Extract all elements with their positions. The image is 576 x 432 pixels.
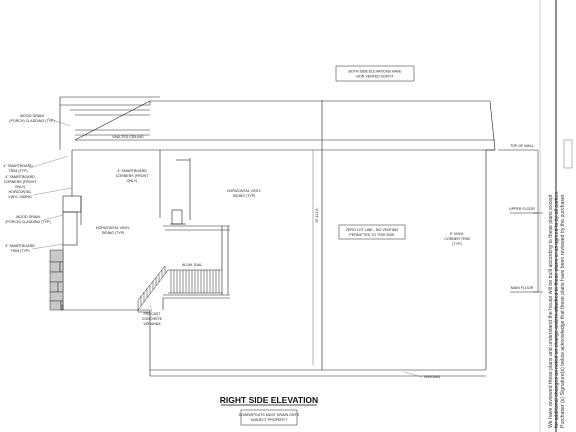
smartboard-trim-b-line2: TRIM (TYP)	[10, 249, 29, 253]
stone-base	[49, 249, 64, 311]
precast-leader	[149, 304, 153, 313]
front-corners-line3: ONLY)	[127, 179, 138, 183]
vinyl-corner-line1: 5" VINYL	[450, 232, 465, 236]
smartboard-corners-line1: 4" SMARTBOARD	[5, 175, 35, 179]
horiz-vinyl-center-line1: HORIZONTAL VINYL	[227, 189, 261, 193]
precast-line1: PRECAST	[144, 312, 162, 316]
smartboard-corners-line2: CORNERS (FRONT	[4, 180, 37, 184]
wood-grain-a-line2: (PORCH) CLADDING (TYP)	[9, 119, 54, 123]
horiz-vinyl-lower-line1: HORIZONTAL VINYL	[96, 226, 130, 230]
wood-grain-b-line2: (PORCH) CLADDING (TYP)	[5, 220, 50, 224]
vaulted-ceiling-label: VAULTED CEILING	[112, 135, 144, 139]
upper-floor-label: UPPER FLOOR	[509, 207, 535, 211]
parging-leader	[403, 371, 423, 378]
horiz-vinyl-left-leader	[32, 187, 73, 196]
horiz-vinyl-center-line2: SIDING (TYP)	[233, 194, 256, 198]
soffit-note-line2: NON VENTED SOFFIT	[356, 75, 394, 79]
drawing-title: RIGHT SIDE ELEVATION	[220, 395, 318, 405]
side-text-line1: We have reviewed these plans and underst…	[548, 194, 554, 428]
alum-rail-label: ALUM. RAIL	[182, 263, 202, 267]
aluminum-rail	[168, 269, 222, 294]
level-markers	[498, 149, 543, 293]
side-text-line2: for additional changes as noted on chang…	[554, 191, 560, 428]
downspouts-line1: DOWNSPOUTS MUST DRAIN ONTO	[239, 413, 300, 417]
side-text-group: We have reviewed these plans and underst…	[548, 191, 566, 428]
main-floor-label: MAIN FLOOR	[511, 286, 534, 290]
stairs	[137, 265, 169, 313]
downspouts-line2: SUBJECT PROPERTY	[250, 418, 288, 422]
side-text-line3: Purchaser (s) Signature(s) below acknowl…	[560, 194, 566, 428]
front-corners-line2: CORNERS (FRONT	[116, 174, 149, 178]
downspouts-note-box	[240, 409, 298, 426]
vinyl-corner-line2: CORNER TRIM	[444, 237, 469, 241]
smartboard-trim-b-line1: 4" SMARTBOARD	[5, 244, 35, 248]
wood-grain-b-leader	[43, 214, 64, 221]
roof	[59, 96, 496, 151]
precast-line2: CONCRETE	[142, 317, 163, 321]
left-cladding-block	[62, 195, 82, 310]
horiz-vinyl-left-line1: HORIZONTAL	[9, 190, 32, 194]
smartboard-corners-line3: ONLY)	[15, 185, 26, 189]
vinyl-corner-line3: (TYP)	[452, 242, 461, 246]
top-of-wall-label: TOP OF WALL	[510, 144, 534, 148]
soffit-note-box	[335, 65, 415, 82]
horiz-vinyl-lower-line2: SIDING (TYP)	[102, 231, 125, 235]
zero-lot-line-box	[338, 224, 406, 240]
porch-structure	[162, 209, 230, 310]
overall-height-label: 25'-11 1/4"	[315, 208, 319, 223]
parging-label: PARGING	[424, 375, 441, 379]
title-block-tag	[563, 139, 573, 169]
wood-grain-b-line1: WOOD GRAIN	[16, 215, 40, 219]
front-corners-line1: 4" SMARTBOARD	[117, 169, 147, 173]
horiz-vinyl-left-line2: VINYL SIDING	[8, 195, 32, 199]
zero-lot-line-line2: PERMITTED TO THIS SIDE	[349, 233, 395, 237]
soffit-note-line1: BOTH SIDE ELEVATIONS HAVE	[349, 70, 403, 74]
wood-grain-a-line1: WOOD GRAIN	[20, 114, 44, 118]
smartboard-trim-line1: 4" SMARTBOARD	[3, 164, 33, 168]
smartboard-trim-leader	[29, 155, 69, 169]
precast-line3: VERANDA	[143, 322, 161, 326]
smartboard-trim-b-leader	[31, 243, 64, 250]
smartboard-trim-line2: TRIM (TYP)	[8, 169, 27, 173]
zero-lot-line-line1: ZERO LOT LINE - NO VENTING	[346, 228, 399, 232]
wood-grain-a-leader	[47, 117, 71, 127]
main-wall	[63, 100, 495, 377]
